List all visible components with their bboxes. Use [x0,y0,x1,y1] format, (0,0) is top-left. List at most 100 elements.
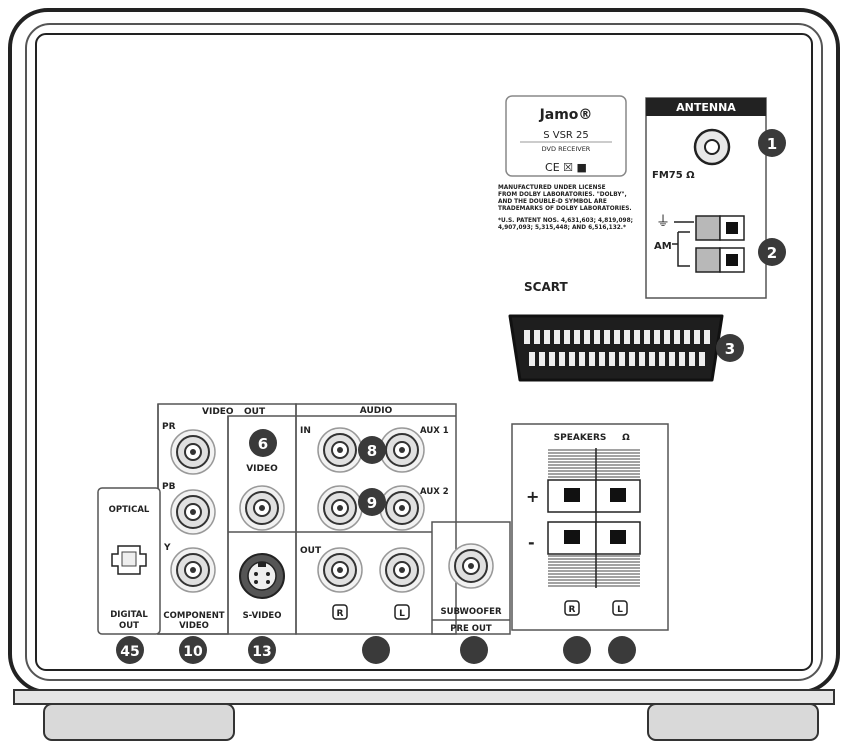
license-line: MANUFACTURED UNDER LICENSE [498,185,606,191]
scart-pin [559,352,565,366]
model-name: S VSR 25 [543,130,589,141]
scart-pin [699,352,705,366]
scart-pin [649,352,655,366]
scart-pin [609,352,615,366]
speakers-r-label: R [569,605,576,615]
scart-pin [689,352,695,366]
scart-pin [589,352,595,366]
component-video-label: COMPONENT [163,611,224,621]
speakers-title: SPEAKERS [554,433,607,443]
aux2-l-jack[interactable] [379,485,425,531]
scart-pin [539,352,545,366]
audio-in-label: IN [300,426,311,436]
subwoofer-jack[interactable] [448,543,494,589]
speaker-terminal-r-plus[interactable] [547,479,597,513]
callout-number: 1 [767,135,777,153]
scart-pin [599,352,605,366]
speaker-terminal-r-minus[interactable] [547,521,597,555]
scart-pin [669,352,675,366]
scart-pin [614,330,620,344]
svideo-label: S-VIDEO [243,611,282,621]
license-line: FROM DOLBY LABORATORIES. "DOLBY", [498,192,627,198]
scart-pin [624,330,630,344]
ground-symbol: ⏚ [656,214,670,230]
aux2-r-jack[interactable] [317,485,363,531]
speakers-minus-label: - [528,533,535,552]
label-plate: Jamo® S VSR 25 DVD RECEIVER CE ☒ ■ MANUF… [498,95,633,231]
svideo-jack[interactable] [239,553,285,599]
patent-line: *U.S. PATENT NOS. 4,631,603; 4,819,098; [498,218,633,224]
scart-pin [639,352,645,366]
callout-number: 9 [367,494,377,512]
video-label: VIDEO [246,464,278,474]
speaker-terminal-l-plus[interactable] [595,479,641,513]
callout: 1 [758,129,786,157]
callout: 8 [358,436,386,464]
audio-out-l-label: L [399,609,405,619]
scart-pin [664,330,670,344]
am-label: AM [654,241,672,252]
cabinet-inner [25,23,823,681]
callout-number: 6 [258,435,268,453]
audio-out-r-jack[interactable] [317,547,363,593]
digital-out-label: DIGITAL [110,610,148,620]
callout-number: 45 [120,644,139,660]
subwoofer-section: SUBWOOFER PRE OUT [431,521,511,635]
certification-marks: CE ☒ ■ [545,161,587,174]
antenna-header [646,98,766,116]
right-foot [647,703,819,741]
scart-pin [704,330,710,344]
scart-pin [554,330,560,344]
y-label: Y [163,543,171,553]
scart-pin [654,330,660,344]
brand-name: Jamo® [539,107,593,123]
scart-pin [679,352,685,366]
component-pb-jack[interactable] [170,489,216,535]
optical-label: OPTICAL [109,505,150,515]
scart-pin [644,330,650,344]
scart-pin [564,330,570,344]
video-out-jack[interactable] [239,485,285,531]
video-out-title-video: VIDEO [202,407,234,417]
component-y-jack[interactable] [170,547,216,593]
scart-pin [584,330,590,344]
callout [608,636,636,664]
callout [362,636,390,664]
am-antenna-terminal[interactable] [695,215,745,273]
scart-connector[interactable] [508,314,724,382]
scart-pin [634,330,640,344]
optical-digital-out-jack[interactable] [111,545,147,575]
audio-out-l-jack[interactable] [379,547,425,593]
callout-number: 2 [767,244,777,262]
speakers-impedance: Ω [622,433,630,443]
video-out-section: VIDEO OUT PR PB Y VIDEO COMPONENT VIDEO … [157,403,297,635]
pb-label: PB [162,482,176,492]
aux2-label: AUX 2 [420,487,449,497]
callout: 9 [358,488,386,516]
video-out-title-out: OUT [244,407,266,417]
audio-out-label: OUT [300,546,322,556]
callout: 10 [179,636,207,664]
scart-pin [604,330,610,344]
audio-title: AUDIO [360,406,393,416]
fm-label: FM75 Ω [652,170,695,181]
scart-pin [579,352,585,366]
scart-pin [569,352,575,366]
antenna-section: ANTENNA FM75 Ω ⏚ AM [645,97,767,299]
scart-pin [619,352,625,366]
callout: 2 [758,238,786,266]
aux1-r-jack[interactable] [317,427,363,473]
scart-pin [694,330,700,344]
speaker-terminal-l-minus[interactable] [595,521,641,555]
optical-section: OPTICAL DIGITAL OUT [97,487,161,635]
scart-pin [529,352,535,366]
component-pr-jack[interactable] [170,429,216,475]
scart-label: SCART [524,280,568,294]
scart-pin [524,330,530,344]
aux1-l-jack[interactable] [379,427,425,473]
callout-number: 8 [367,442,377,460]
scart-pin [659,352,665,366]
antenna-title: ANTENNA [676,101,736,114]
callout [563,636,591,664]
left-foot [43,703,235,741]
